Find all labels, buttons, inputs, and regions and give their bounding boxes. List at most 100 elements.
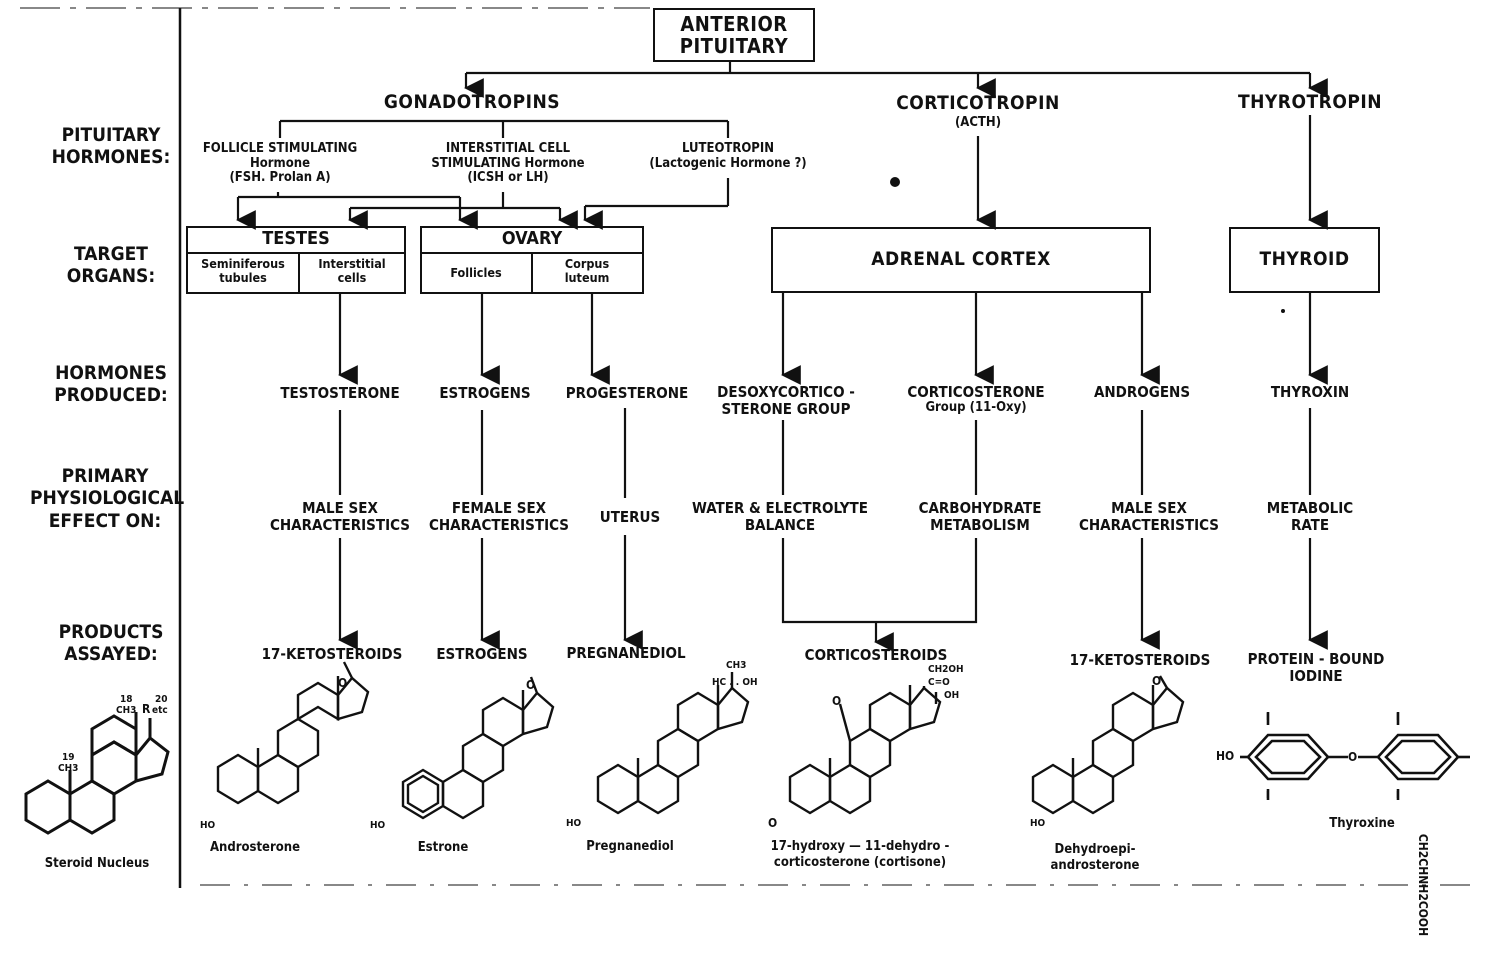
estrone-ho: HO: [370, 820, 386, 831]
pregnanediol-product: PREGNANEDIOL: [566, 644, 686, 662]
thyroxine-i1: I: [1266, 712, 1270, 723]
nucleus-etc: etc: [152, 705, 168, 716]
dhea-ho: HO: [1030, 818, 1046, 829]
androgens-label: ANDROGENS: [1093, 383, 1191, 401]
estrogens-product: ESTROGENS: [436, 645, 528, 663]
cortisone-o3: O: [768, 816, 778, 830]
ketosteroids-product-1: 17-KETOSTEROIDS: [261, 645, 403, 663]
anterior-line: ANTERIOR: [680, 12, 788, 36]
pregnanediol-ho: HO: [566, 818, 582, 829]
pregnanediol-ch3: CH3: [726, 660, 747, 671]
thyroxine-i2: I: [1266, 790, 1270, 801]
nucleus-19: 19: [62, 752, 75, 763]
anterior-pituitary-box: [653, 8, 815, 62]
cortisone-o11: O: [832, 694, 842, 708]
steroid-nucleus-caption: Steroid Nucleus: [44, 856, 150, 871]
thyroxine-ho: HO: [1216, 749, 1235, 763]
cortisone-structure: [788, 685, 942, 815]
corticotropin-label: CORTICOTROPIN: [896, 92, 1060, 114]
androsterone-caption: Androsterone: [209, 840, 301, 855]
ovary-sub-mid: [531, 252, 533, 294]
adrenal-cortex-label: ADRENAL CORTEX: [871, 248, 1051, 270]
testes-sub-mid: [298, 252, 300, 294]
acth-label: (ACTH): [954, 115, 1002, 130]
thyroxine-i4: I: [1396, 790, 1400, 801]
thyroxin-label: THYROXIN: [1270, 383, 1350, 401]
luteotropin-label: LUTEOTROPIN(Lactogenic Hormone ?): [649, 141, 807, 171]
nucleus-20: 20: [155, 694, 168, 705]
anterior-pituitary-label: ANTERIOR PITUITARY: [653, 13, 815, 58]
nucleus-r21: R: [142, 702, 151, 716]
progesterone-label: PROGESTERONE: [565, 384, 689, 402]
top-connector: [464, 62, 1328, 98]
ink-dot: [890, 177, 900, 187]
pregnanediol-structure: [596, 672, 750, 815]
hormone-to-effect-lines: [338, 408, 1312, 498]
thyroxine-caption: Thyroxine: [1329, 816, 1395, 831]
thyroxine-bridge-o: O: [1348, 750, 1358, 764]
cortisone-ch2oh: CH2OH: [928, 664, 964, 675]
estrone-o: O: [526, 678, 536, 692]
diagram-canvas: [20, 7, 1480, 888]
dhea-o: O: [1152, 674, 1162, 688]
cortisone-co: C=O: [928, 677, 950, 688]
dhea-caption: Dehydroepi-androsterone: [1050, 842, 1140, 873]
pregnanediol-hcoh: HC . . OH: [712, 677, 758, 688]
side-formula-caption: CH2CHNH2COOH: [1416, 833, 1430, 937]
nucleus-ch3-18: CH3: [116, 705, 137, 716]
ketosteroids-product-2: 17-KETOSTEROIDS: [1069, 651, 1211, 669]
thyroid-label: THYROID: [1259, 248, 1350, 270]
steroid-nucleus-structure: [24, 712, 170, 835]
effect-to-product-arrows: [338, 535, 1328, 652]
testes-sub-divider: [186, 252, 406, 294]
estrone-caption: Estrone: [417, 840, 469, 855]
dhea-structure: [1031, 675, 1185, 815]
uterus-effect: UTERUS: [599, 508, 661, 526]
androsterone-ho: HO: [200, 820, 216, 831]
pituitary-line: PITUITARY: [679, 34, 789, 59]
nucleus-ch3-19: CH3: [58, 763, 79, 774]
thyroid-box: [1229, 227, 1380, 293]
testes-label: TESTES: [262, 228, 330, 249]
estrogens-label: ESTROGENS: [439, 384, 531, 402]
gonado-to-organ-arrows: [236, 178, 730, 230]
organ-to-hormone-arrows: [338, 293, 1328, 385]
thyroxine-structure: [1240, 712, 1470, 800]
follicles-label: Follicles: [450, 265, 502, 280]
ink-dot-small: [1281, 309, 1285, 313]
pregnanediol-caption: Pregnanediol: [586, 839, 674, 854]
adrenal-cortex-box: [771, 227, 1151, 293]
thyrotropin-label: THYROTROPIN: [1237, 91, 1383, 113]
androsterone-structure: [216, 661, 370, 805]
gonadotropin-bracket: [278, 119, 730, 138]
gonadotropins-label: GONADOTROPINS: [383, 91, 561, 113]
thyroxine-i3: I: [1396, 712, 1400, 723]
estrone-structure: [401, 676, 555, 820]
cortisone-caption: 17-hydroxy — 11-dehydro -corticosterone …: [770, 839, 950, 870]
desoxycorticosterone-label: DESOXYCORTICO -STERONE GROUP: [717, 383, 855, 418]
cortisone-oh: OH: [944, 690, 960, 701]
ovary-label: OVARY: [501, 228, 563, 249]
testosterone-label: TESTOSTERONE: [280, 384, 400, 402]
corticosteroids-product: CORTICOSTEROIDS: [804, 646, 948, 664]
androsterone-o: O: [338, 676, 348, 690]
nucleus-18: 18: [120, 694, 133, 705]
